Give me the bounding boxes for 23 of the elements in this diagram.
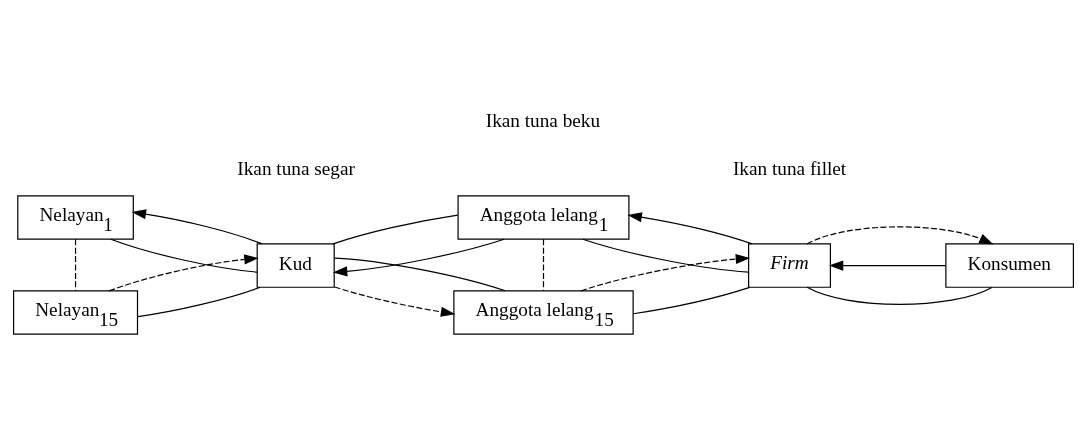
connector [334,256,506,291]
connector [582,238,750,273]
connector [632,286,751,314]
connector [542,238,545,291]
arrow [332,238,505,276]
label: Ikan tuna beku [485,109,601,131]
connector [806,286,993,305]
connector [137,286,261,317]
arrow [131,208,263,244]
label: Ikan tuna segar [237,157,355,179]
node-box: Firm [748,242,831,288]
arrow [828,260,947,271]
connector [110,238,258,273]
connector [74,238,77,291]
arrow [334,285,456,317]
node-box: Konsumen [945,242,1074,288]
arrow [806,225,994,245]
connector [332,214,459,245]
arrow [627,211,753,244]
arrow [108,253,259,291]
label: Ikan tuna fillet [732,157,847,179]
node-box: Kud [256,242,335,288]
arrow [580,253,751,291]
